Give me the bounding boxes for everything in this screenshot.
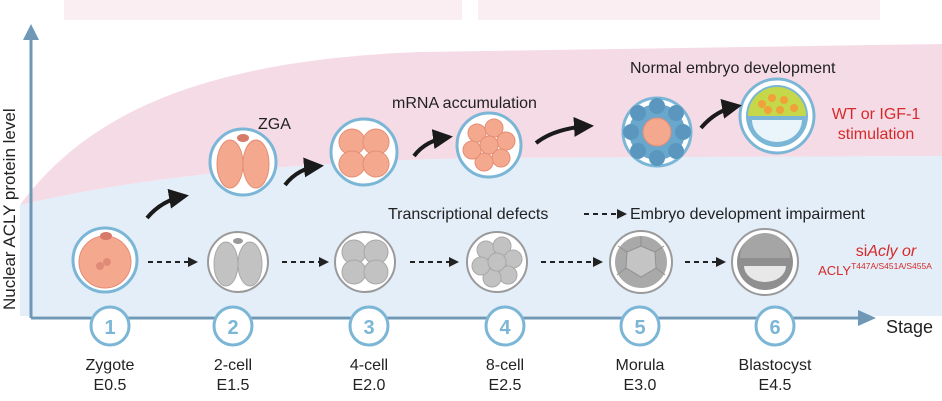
x-axis-arrowhead xyxy=(858,310,876,326)
embryo-8cell-impaired xyxy=(466,231,528,293)
stage-day: E2.5 xyxy=(489,377,522,394)
embryo-8cell-normal xyxy=(455,111,523,179)
embryo-zygote xyxy=(71,226,139,294)
stage-marker-1: 1 xyxy=(89,305,131,347)
arrow-up-4 xyxy=(534,116,594,145)
label-normal-development: Normal embryo development xyxy=(630,60,836,77)
label-si-prefix: si xyxy=(856,243,868,260)
stage-day: E3.0 xyxy=(624,377,657,394)
label-si-gene: Acly or xyxy=(866,243,917,260)
stage-name: Zygote xyxy=(86,357,135,374)
stage-name: Morula xyxy=(616,357,665,374)
x-axis-label: Stage xyxy=(886,317,933,337)
stage-number: 5 xyxy=(634,317,645,339)
embryo-2cell-impaired xyxy=(207,231,269,293)
label-acly-sup: T447A/S451A/S455A xyxy=(851,261,932,271)
top-panel-right xyxy=(478,0,880,20)
stage-marker-4: 4 xyxy=(484,305,526,347)
y-axis-label: Nuclear ACLY protein level xyxy=(0,108,19,310)
stage-marker-6: 6 xyxy=(754,305,796,347)
stage-number: 6 xyxy=(769,317,780,339)
label-development-impairment: Embryo development impairment xyxy=(630,206,865,223)
stage-day: E1.5 xyxy=(217,377,250,394)
label-si-acly: siAcly or xyxy=(856,243,917,260)
arrow-up-3 xyxy=(412,129,453,158)
top-panel-left xyxy=(64,0,462,20)
stage-name: 2-cell xyxy=(214,357,252,374)
embryo-blastocyst-normal xyxy=(738,77,816,155)
stage-number: 2 xyxy=(227,317,238,339)
stage-number: 4 xyxy=(499,317,511,339)
embryo-morula-normal xyxy=(621,96,693,168)
stage-marker-3: 3 xyxy=(348,305,390,347)
stage-day: E2.0 xyxy=(353,377,386,394)
embryo-4cell-normal xyxy=(329,117,399,187)
stage-marker-5: 5 xyxy=(619,305,661,347)
stage-day: E0.5 xyxy=(94,377,127,394)
stage-number: 1 xyxy=(104,317,115,339)
arrow-up-2 xyxy=(283,157,324,187)
stage-name: 4-cell xyxy=(350,357,388,374)
embryo-2cell-normal xyxy=(208,127,278,197)
embryo-blastocyst-impaired xyxy=(731,228,799,296)
embryo-morula-impaired xyxy=(609,230,673,294)
stage-day: E4.5 xyxy=(759,377,792,394)
y-axis-arrowhead xyxy=(23,24,39,40)
label-wt-igf1: WT or IGF-1 xyxy=(832,106,921,123)
label-stimulation: stimulation xyxy=(838,126,914,143)
arrow-up-5 xyxy=(699,99,742,130)
label-zga: ZGA xyxy=(258,116,291,133)
stage-name: Blastocyst xyxy=(739,357,812,374)
label-acly-base: ACLY xyxy=(818,263,851,278)
stage-marker-2: 2 xyxy=(212,305,254,347)
stage-number: 3 xyxy=(363,317,374,339)
embryo-4cell-impaired xyxy=(334,231,396,293)
label-acly-mutant: ACLYT447A/S451A/S455A xyxy=(818,261,932,278)
label-transcriptional-defects: Transcriptional defects xyxy=(388,206,548,223)
arrow-up-1 xyxy=(145,188,189,220)
stage-name: 8-cell xyxy=(486,357,524,374)
label-mrna-accumulation: mRNA accumulation xyxy=(392,95,537,112)
